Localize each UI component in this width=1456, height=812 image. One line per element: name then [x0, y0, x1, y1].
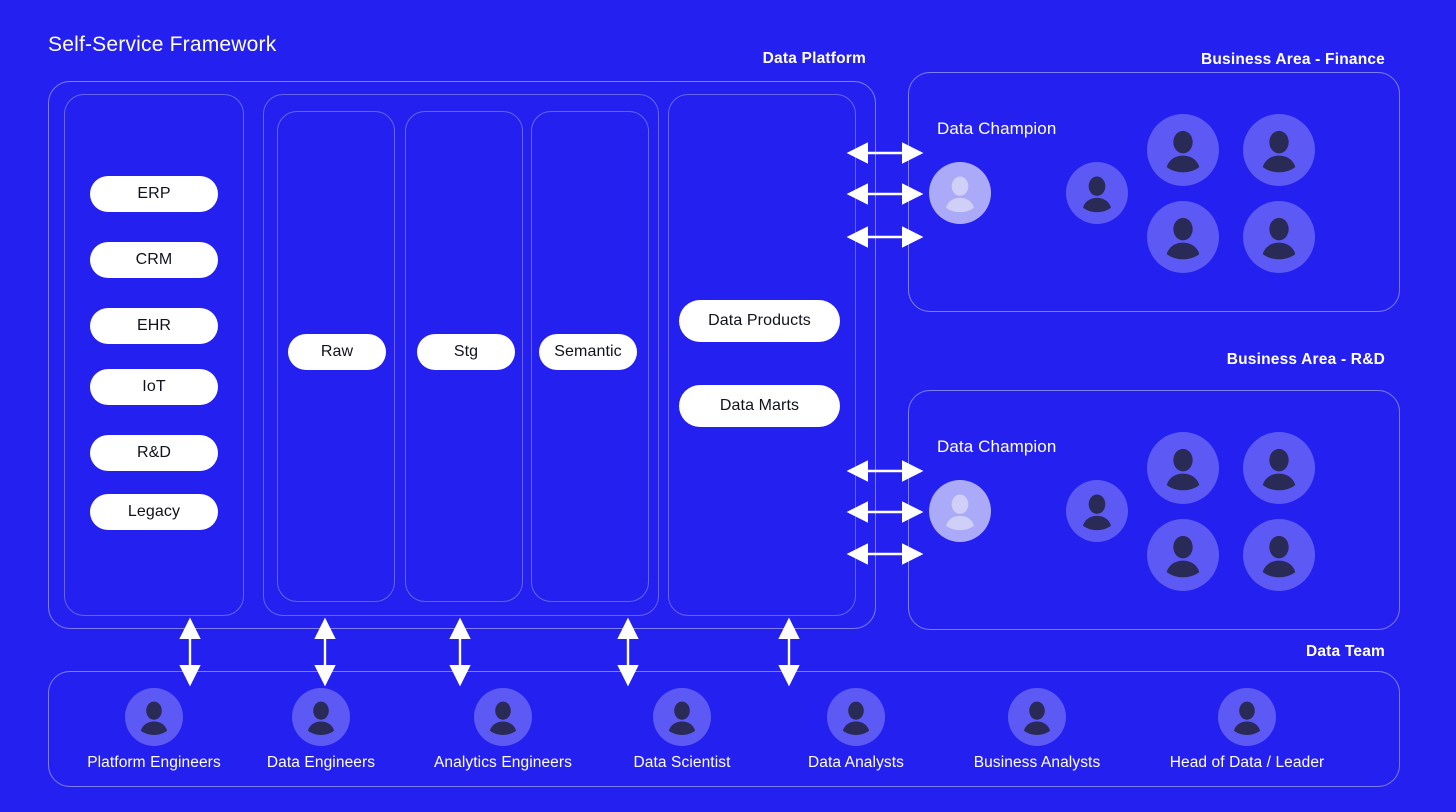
team-member-analytics-engineers[interactable]: Analytics Engineers	[415, 688, 591, 772]
avatar-finance-member-2[interactable]	[1147, 114, 1219, 186]
business-area-finance-label: Business Area - Finance	[1200, 51, 1385, 68]
source-pill-erp[interactable]: ERP	[90, 176, 218, 212]
team-member-label: Head of Data / Leader	[1169, 754, 1325, 771]
source-pill-ehr[interactable]: EHR	[90, 308, 218, 344]
team-member-label: Platform Engineers	[87, 754, 221, 771]
team-member-label: Data Analysts	[807, 754, 905, 771]
data-champion-rd-label: Data Champion	[937, 437, 1057, 456]
team-member-data-analysts[interactable]: Data Analysts	[779, 688, 933, 772]
data-team-label: Data Team	[1305, 643, 1385, 660]
page-title: Self-Service Framework	[48, 33, 277, 56]
person-icon	[827, 688, 885, 746]
data-team-frame	[48, 671, 1400, 787]
layer-semantic-column	[531, 111, 649, 602]
team-member-head-of-data[interactable]: Head of Data / Leader	[1152, 688, 1342, 772]
source-systems-group	[64, 94, 244, 616]
person-icon	[125, 688, 183, 746]
output-pill-data-marts[interactable]: Data Marts	[679, 385, 840, 427]
team-member-business-analysts[interactable]: Business Analysts	[951, 688, 1123, 772]
data-platform-label: Data Platform	[762, 50, 866, 67]
source-pill-crm[interactable]: CRM	[90, 242, 218, 278]
person-icon	[474, 688, 532, 746]
data-champion-finance-label: Data Champion	[937, 119, 1057, 138]
output-pill-data-products[interactable]: Data Products	[679, 300, 840, 342]
business-area-rd-label: Business Area - R&D	[1226, 351, 1385, 368]
avatar-rd-member-3[interactable]	[1243, 432, 1315, 504]
layer-pill-stg[interactable]: Stg	[417, 334, 515, 370]
data-outputs-group	[668, 94, 856, 616]
source-pill-rd[interactable]: R&D	[90, 435, 218, 471]
person-icon	[1008, 688, 1066, 746]
layer-raw-column	[277, 111, 395, 602]
team-member-data-scientist[interactable]: Data Scientist	[605, 688, 759, 772]
avatar-finance-member-3[interactable]	[1243, 114, 1315, 186]
team-member-label: Analytics Engineers	[433, 754, 573, 771]
avatar-rd-member-1[interactable]	[1066, 480, 1128, 542]
layer-pill-semantic[interactable]: Semantic	[539, 334, 637, 370]
avatar-finance-member-1[interactable]	[1066, 162, 1128, 224]
avatar-rd-member-2[interactable]	[1147, 432, 1219, 504]
avatar-data-champion-finance[interactable]	[929, 162, 991, 224]
person-icon	[1218, 688, 1276, 746]
person-icon	[653, 688, 711, 746]
team-member-label: Data Scientist	[633, 754, 731, 771]
avatar-rd-member-4[interactable]	[1147, 519, 1219, 591]
avatar-data-champion-rd[interactable]	[929, 480, 991, 542]
team-member-data-engineers[interactable]: Data Engineers	[241, 688, 401, 772]
layer-pill-raw[interactable]: Raw	[288, 334, 386, 370]
pipeline-layers-group	[263, 94, 659, 616]
team-member-label: Business Analysts	[973, 754, 1101, 771]
avatar-finance-member-4[interactable]	[1147, 201, 1219, 273]
source-pill-legacy[interactable]: Legacy	[90, 494, 218, 530]
layer-stg-column	[405, 111, 523, 602]
person-icon	[292, 688, 350, 746]
team-member-label: Data Engineers	[266, 754, 376, 771]
avatar-finance-member-5[interactable]	[1243, 201, 1315, 273]
source-pill-iot[interactable]: IoT	[90, 369, 218, 405]
team-member-platform-engineers[interactable]: Platform Engineers	[71, 688, 237, 772]
avatar-rd-member-5[interactable]	[1243, 519, 1315, 591]
